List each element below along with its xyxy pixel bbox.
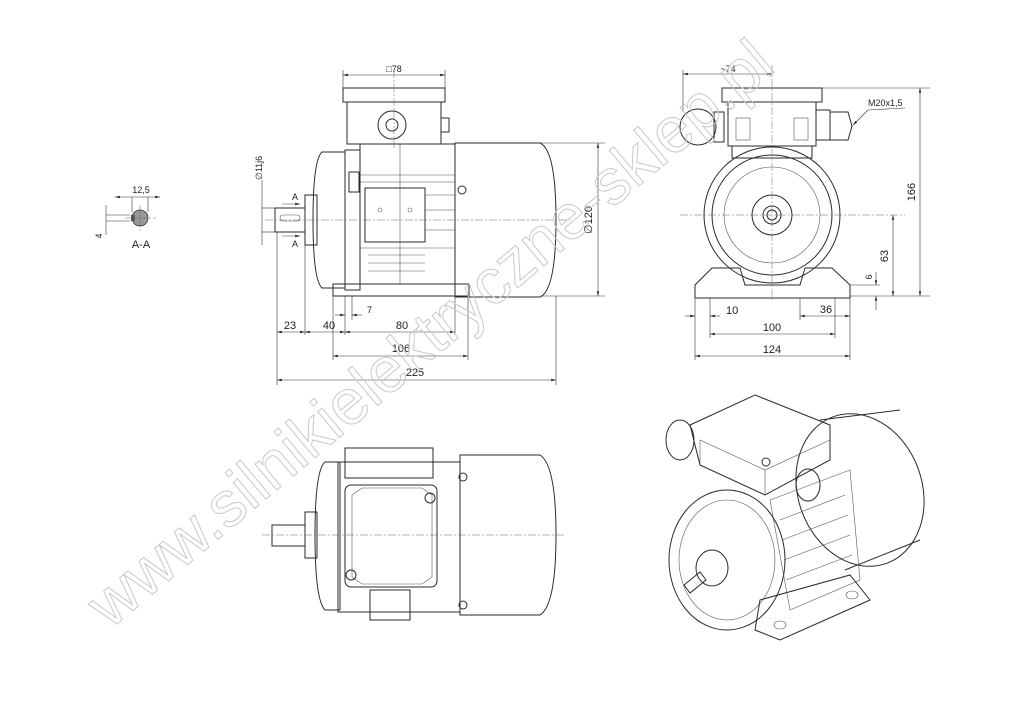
dim-100: 100 [763, 322, 781, 334]
watermark: www.silnikielektryczne-sklep.pl [72, 25, 787, 641]
dim-80: 80 [396, 320, 408, 332]
cable-gland-dim: M20x1,5 [868, 98, 903, 108]
approx-width-dim: ~74 [720, 64, 735, 74]
front-view: ~74 M20x1,5 166 63 6 10 36 100 124 [679, 64, 930, 360]
shaft-height-dim: 63 [879, 250, 891, 262]
section-mark-bottom: A [292, 239, 298, 249]
side-view: □78 ∅11j6 A A ∅120 7 23 40 80 106 225 [254, 64, 605, 385]
dim-36: 36 [820, 304, 832, 316]
total-height-dim: 166 [906, 183, 918, 201]
dim-106: 106 [392, 343, 410, 355]
section-label: A-A [132, 239, 151, 251]
dim-124: 124 [763, 344, 781, 356]
section-width-dim: 12,5 [132, 185, 150, 195]
section-mark-top: A [292, 192, 298, 202]
dim-10: 10 [726, 305, 738, 317]
section-key-dim: 4 [94, 233, 104, 238]
section-a-a: 12,5 4 A-A [94, 185, 160, 251]
dim-23: 23 [284, 320, 296, 332]
terminal-box-dim: □78 [386, 64, 401, 74]
shaft-diameter-dim: ∅11j6 [254, 156, 264, 180]
top-view [262, 447, 565, 621]
foot-thickness-dim: 6 [864, 274, 874, 279]
dim-225: 225 [406, 367, 424, 379]
dim-40: 40 [323, 320, 335, 332]
isometric-view [665, 394, 925, 641]
body-diameter-dim: ∅120 [583, 206, 595, 234]
dim-7: 7 [367, 305, 372, 315]
